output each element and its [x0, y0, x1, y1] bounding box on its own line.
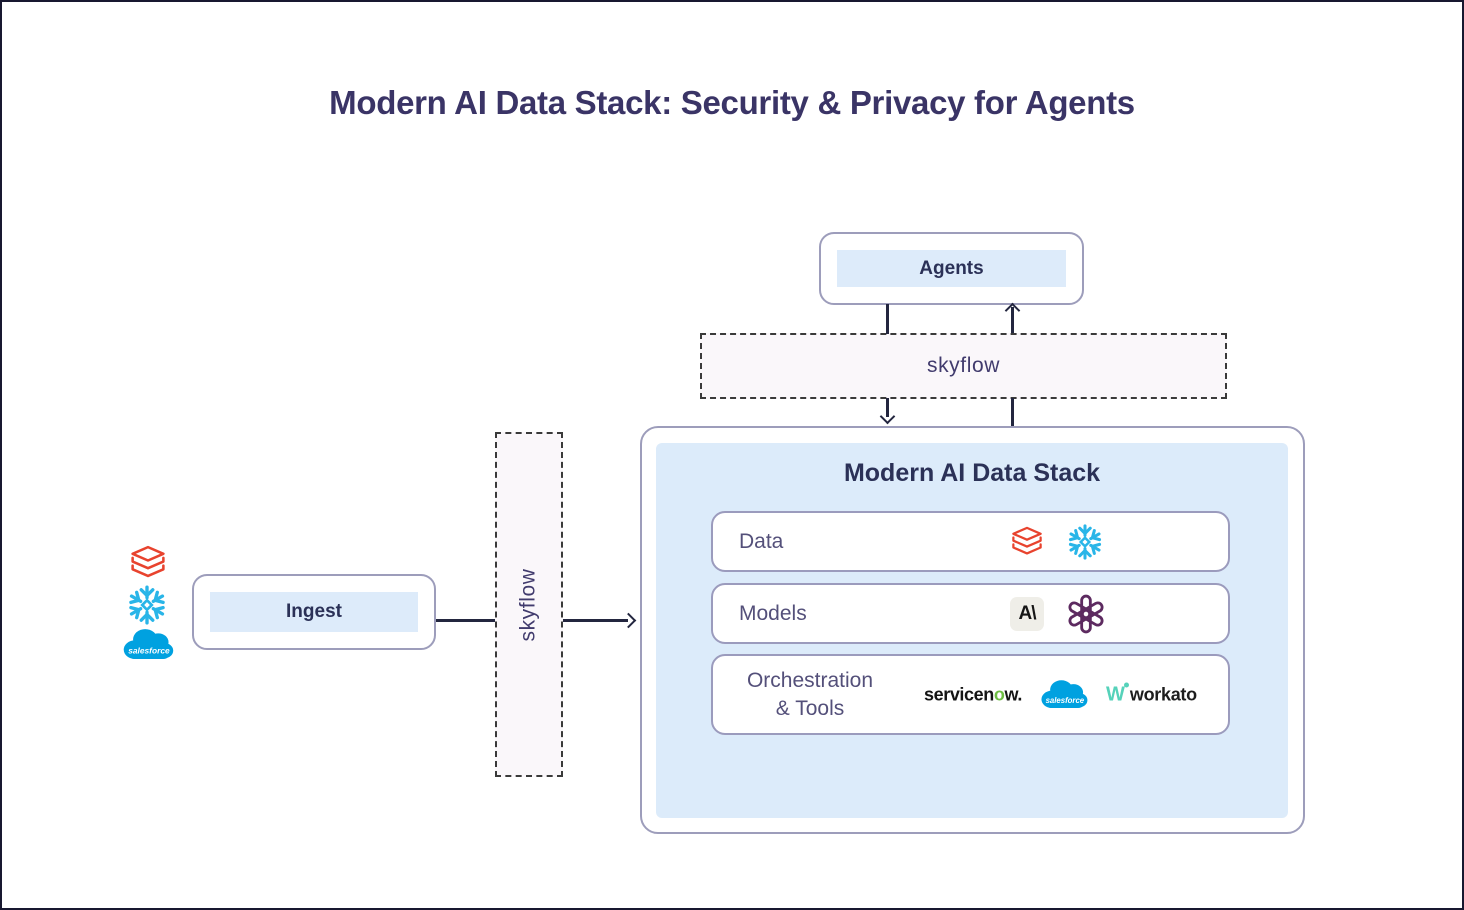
workato-dot	[1123, 682, 1129, 688]
agents-label-panel: Agents	[837, 250, 1066, 287]
data-row-logos	[1010, 523, 1104, 561]
openai-icon	[1068, 594, 1104, 633]
skyflow-horizontal-box: skyflow	[700, 333, 1227, 399]
ingest-label-panel: Ingest	[210, 592, 418, 632]
connector-agents-to-skyflow	[886, 304, 889, 334]
servicenow-logo: servicenow.	[924, 684, 1022, 705]
stack-box: Modern AI Data Stack Data	[640, 426, 1305, 834]
skyflow-vertical-box: skyflow	[495, 432, 563, 777]
connector-ingest-to-skyflow	[436, 619, 496, 622]
salesforce-wordmark: salesforce	[1046, 695, 1085, 704]
arrowhead-right-to-stack	[620, 612, 637, 629]
databricks-icon	[131, 545, 165, 578]
anthropic-icon: A\	[1010, 596, 1044, 631]
anthropic-glyph: A\	[1018, 602, 1037, 624]
salesforce-wordmark: salesforce	[128, 645, 170, 655]
orchestration-label-line2: & Tools	[775, 696, 845, 720]
data-row-label: Data	[739, 529, 784, 553]
orchestration-row-label: Orchestration & Tools	[735, 667, 885, 723]
workato-logo: W workato	[1106, 682, 1197, 706]
arrowhead-up-to-agents	[1004, 302, 1021, 319]
page-title: Modern AI Data Stack: Security & Privacy…	[329, 84, 1135, 121]
stack-row-data: Data	[711, 511, 1230, 572]
stack-inner-panel: Modern AI Data Stack Data	[656, 443, 1288, 818]
servicenow-green-o: o	[993, 684, 1005, 704]
connector-skyflow-to-stack	[886, 398, 889, 417]
agents-label: Agents	[919, 257, 984, 279]
models-row-logos: A\	[1010, 594, 1106, 634]
salesforce-logo: salesforce	[1041, 679, 1088, 708]
agents-box: Agents	[819, 232, 1084, 305]
connector-stack-to-skyflow	[1011, 398, 1014, 427]
snowflake-icon	[1068, 523, 1102, 560]
workato-w-glyph: W	[1106, 683, 1125, 706]
servicenow-text-suffix: w.	[1004, 684, 1023, 704]
databricks-icon	[1012, 526, 1042, 555]
stack-row-models: Models A\	[711, 583, 1230, 644]
connector-skyflow-to-agents	[1011, 307, 1014, 333]
models-row-label: Models	[739, 601, 807, 625]
workato-wordmark: workato	[1129, 684, 1197, 704]
orchestration-label-line1: Orchestration	[746, 668, 874, 692]
stack-row-orchestration: Orchestration & Tools servicenow. sale	[711, 654, 1230, 735]
skyflow-wordmark-horizontal: skyflow	[926, 354, 1001, 377]
workato-w-icon: W	[1106, 682, 1129, 706]
ingest-box: Ingest	[192, 574, 436, 650]
salesforce-icon: salesforce	[123, 629, 174, 659]
snowflake-icon	[129, 585, 165, 625]
connector-skyflow-to-stack-horizontal	[562, 619, 628, 622]
arrowhead-down-to-stack	[879, 408, 896, 425]
ingest-label: Ingest	[286, 601, 342, 622]
servicenow-text-prefix: servicen	[924, 684, 994, 704]
skyflow-wordmark-vertical: skyflow	[517, 567, 541, 642]
orchestration-row-logos: servicenow. salesforce W worka	[924, 675, 1197, 714]
stack-title: Modern AI Data Stack	[843, 459, 1101, 487]
